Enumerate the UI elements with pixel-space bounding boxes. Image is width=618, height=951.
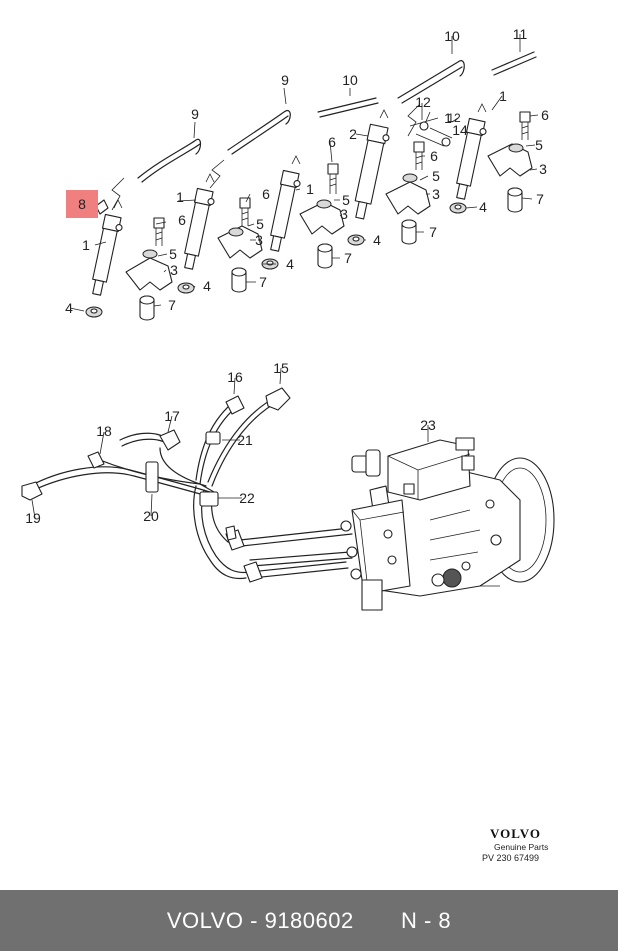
callout-16: 16 [227,369,243,385]
callout-6: 6 [328,134,336,150]
callout-5: 5 [342,192,350,208]
callout-15: 15 [273,360,289,376]
parts-diagram [21,34,555,611]
injection-pump [340,437,555,611]
footer-make: VOLVO [166,908,244,933]
callout-22: 22 [239,490,255,506]
callout-3: 3 [432,186,440,202]
callout-7: 7 [429,224,437,240]
leak-off-hoses [111,51,537,211]
callout-9: 9 [191,106,199,122]
callout-10: 10 [342,72,358,88]
callout-1: 1 [176,189,184,205]
callout-18: 18 [96,423,112,439]
callout-9: 9 [281,72,289,88]
callout-4: 4 [203,278,211,294]
callout-20: 20 [143,508,159,524]
callout-5: 5 [432,168,440,184]
callout-7: 7 [259,274,267,290]
footer-part-number: 9180602 [264,908,354,933]
callout-12: 12 [415,94,431,110]
callout-23: 23 [420,417,436,433]
callout-3: 3 [539,161,547,177]
leader-lines [31,34,539,519]
callout-8-highlighted: 8 [66,190,98,218]
callout-1: 1 [82,237,90,253]
callout-6: 6 [262,186,270,202]
clamp-group [85,111,533,321]
callout-6: 6 [178,212,186,228]
brand-logo: VOLVO [490,826,541,841]
callout-7: 7 [536,191,544,207]
callout-21: 21 [237,432,253,448]
callout-7: 7 [344,250,352,266]
callout-12: 12 [447,111,461,125]
callout-4: 4 [479,199,487,215]
footer-reference: N - 8 [400,908,452,933]
footer-separator: - [250,908,258,933]
callout-14: 14 [452,122,468,138]
callout-11: 11 [512,26,528,42]
callout-10: 10 [444,28,460,44]
callout-5: 5 [535,137,543,153]
callout-3: 3 [340,206,348,222]
callout-4: 4 [286,256,294,272]
fuel-pipes [29,395,353,580]
callout-5: 5 [256,216,264,232]
callout-6: 6 [430,148,438,164]
callout-19: 19 [25,510,41,526]
pipe-fittings [21,387,291,583]
callout-4: 4 [373,232,381,248]
callout-4: 4 [65,300,73,316]
footer-bar: VOLVO - 9180602 N - 8 [0,890,618,951]
callout-1: 1 [499,88,507,104]
callout-6: 6 [541,107,549,123]
callout-17: 17 [164,408,180,424]
callout-7: 7 [168,297,176,313]
callout-2: 2 [349,126,357,142]
callout-1: 1 [444,110,452,126]
pv-number: PV 230 67499 [482,853,540,863]
callout-3: 3 [255,232,263,248]
injector-group [92,103,487,296]
callout-5: 5 [169,246,177,262]
callout-3: 3 [170,262,178,278]
callout-1: 1 [306,181,314,197]
brand-subtitle: Genuine Parts [494,842,549,852]
